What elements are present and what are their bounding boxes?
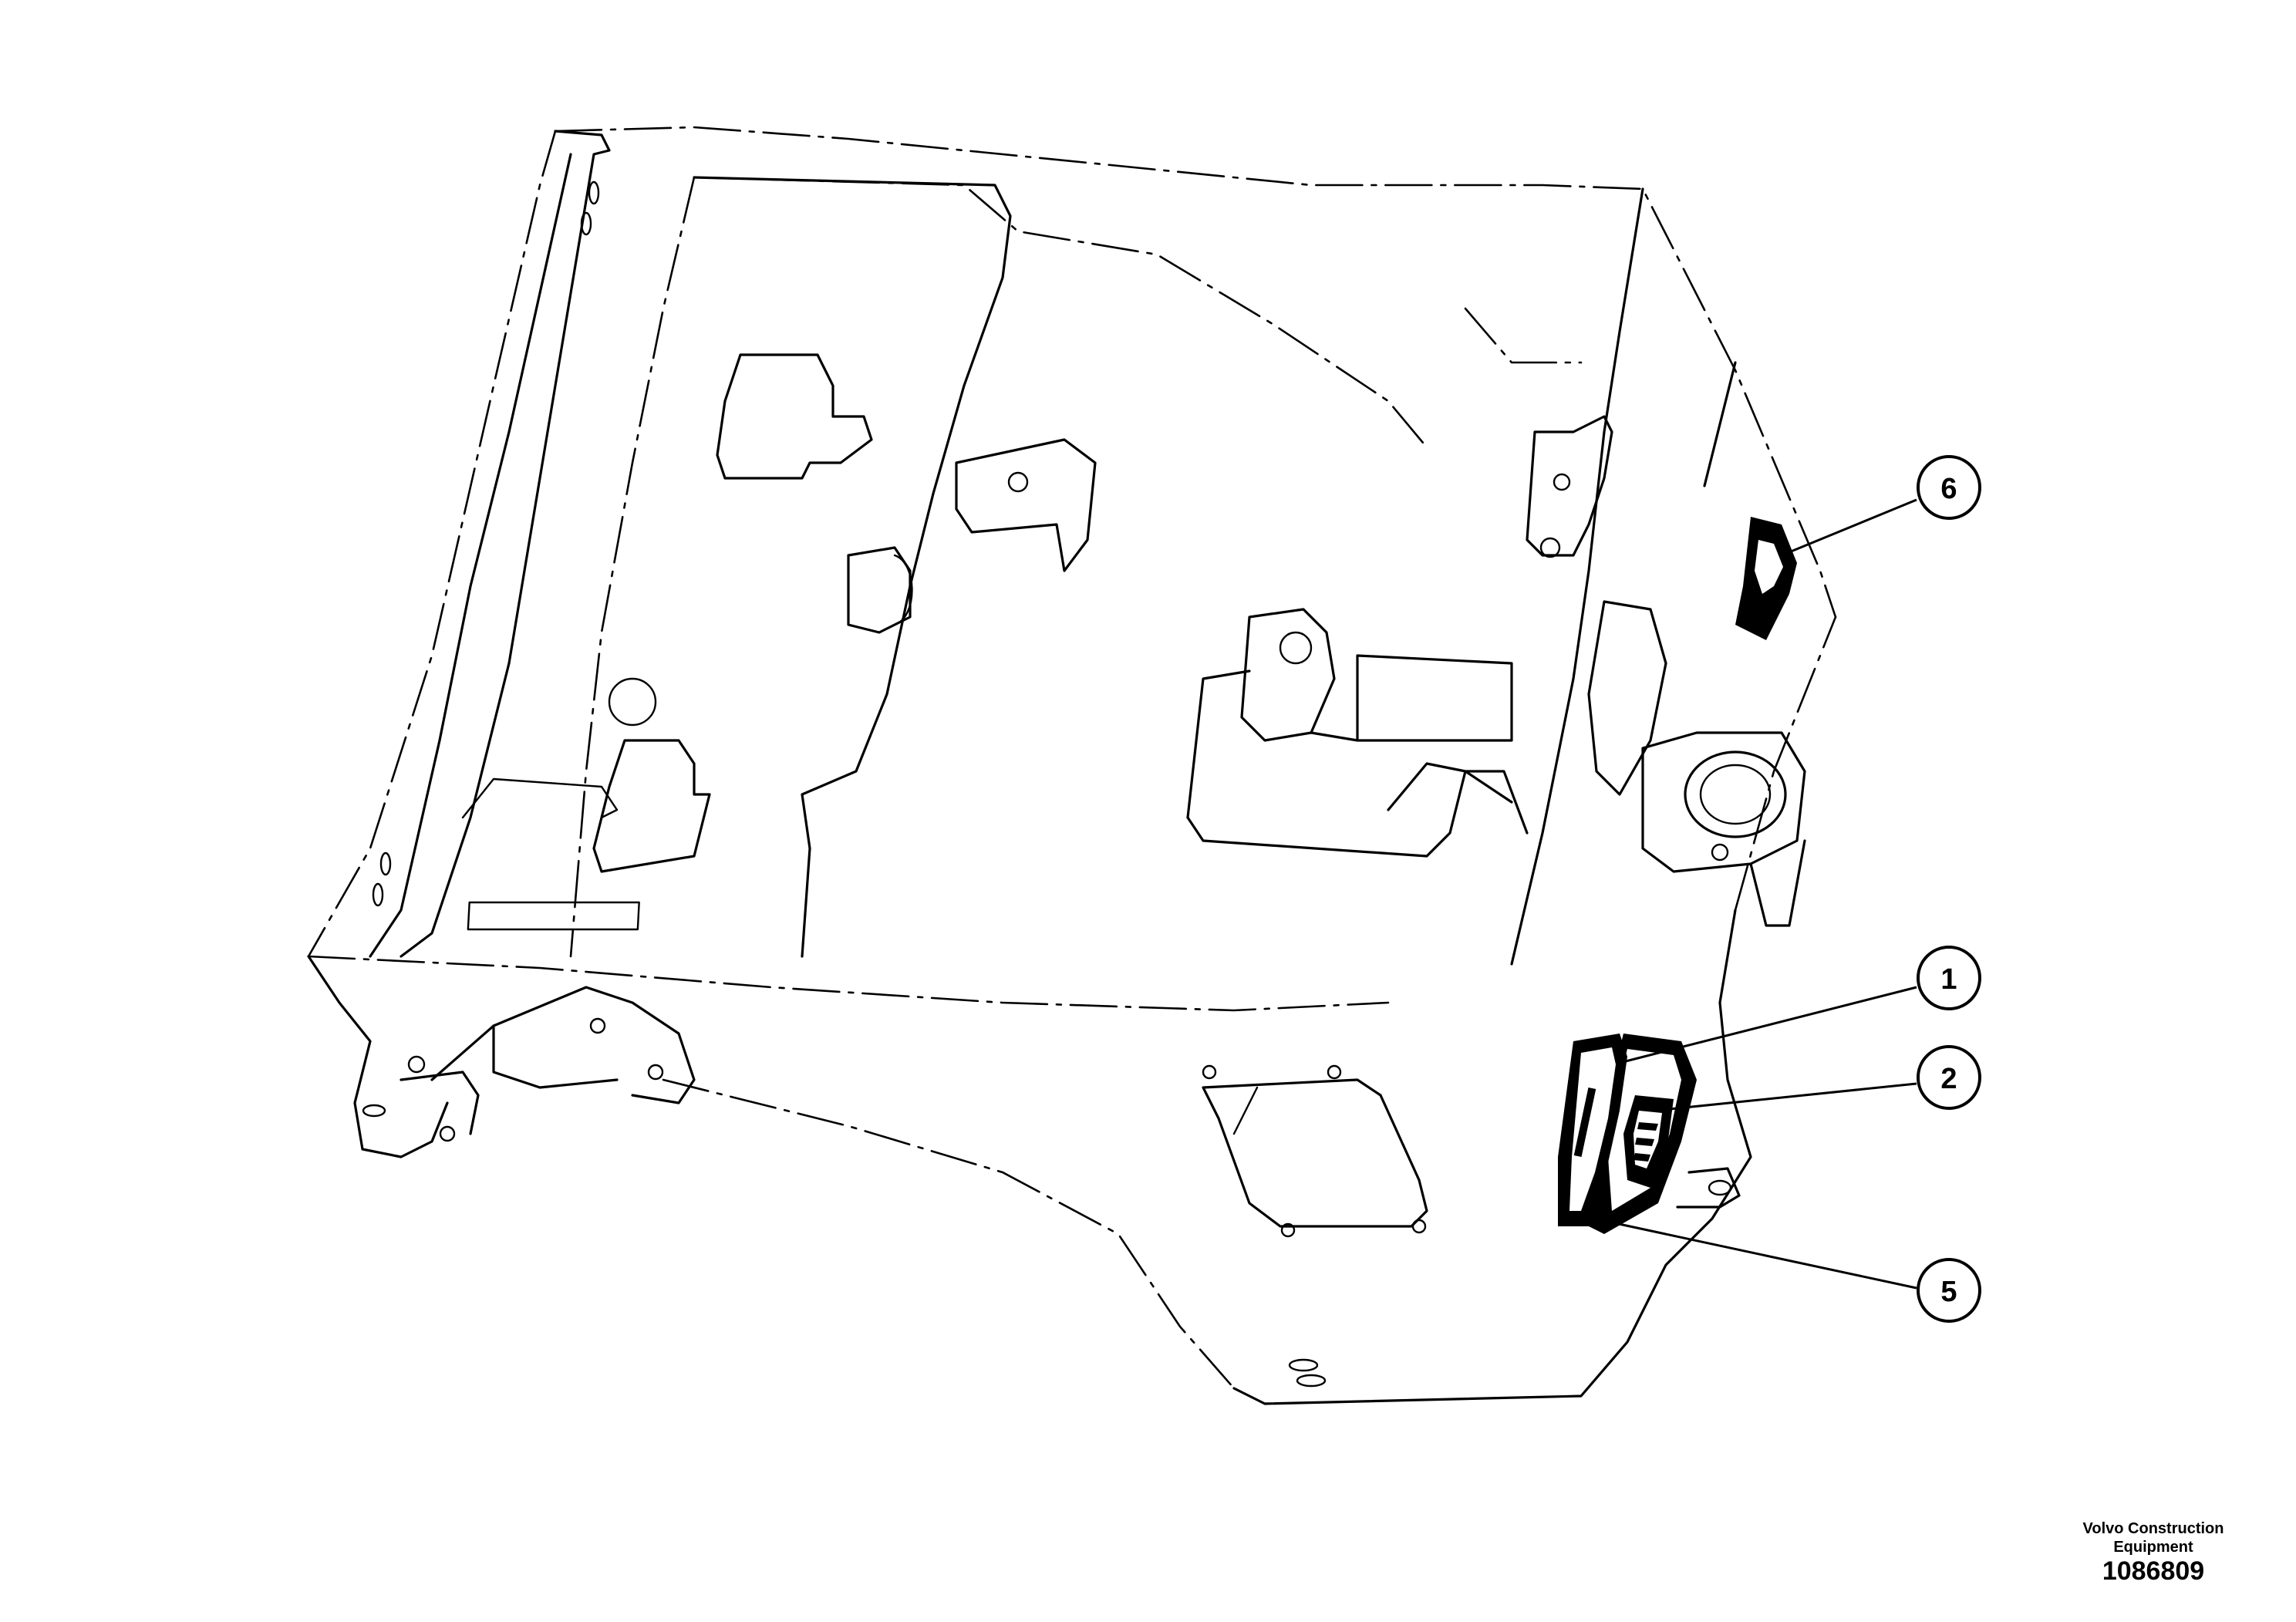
right-side-wall bbox=[1232, 187, 1806, 1405]
drawing-number: 1086809 bbox=[2102, 1556, 2205, 1586]
decal-plate-front bbox=[1558, 1034, 1627, 1226]
callout-label-2: 2 bbox=[1940, 1063, 1957, 1095]
left-side-wall bbox=[307, 130, 696, 1158]
callout-label-1: 1 bbox=[1940, 963, 1957, 996]
leader-line-2 bbox=[1654, 1082, 1917, 1112]
manufacturer-name: Volvo Construction Equipment bbox=[2082, 1520, 2224, 1556]
callout-2: 2 bbox=[1917, 1045, 1981, 1110]
leader-line-1 bbox=[1619, 986, 1917, 1064]
callout-1: 1 bbox=[1917, 946, 1981, 1010]
access-plate bbox=[1202, 1064, 1428, 1238]
callout-6: 6 bbox=[1917, 455, 1981, 520]
leader-line-6 bbox=[1781, 498, 1917, 557]
callout-label-5: 5 bbox=[1940, 1276, 1957, 1308]
decal-plate-middle bbox=[1623, 1095, 1674, 1188]
frame-outline bbox=[307, 126, 1837, 1390]
decal-upper-right bbox=[1735, 517, 1797, 640]
leader-line-5 bbox=[1611, 1221, 1917, 1290]
callout-5: 5 bbox=[1917, 1258, 1981, 1323]
front-panel bbox=[467, 176, 1097, 958]
center-bracket bbox=[1186, 608, 1529, 858]
callout-label-6: 6 bbox=[1940, 473, 1957, 505]
leader-lines bbox=[1611, 498, 1917, 1290]
